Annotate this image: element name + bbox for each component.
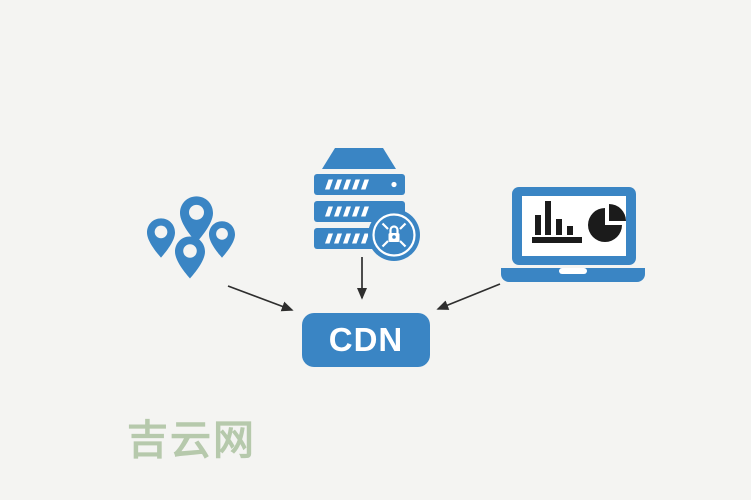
- server-top: [322, 148, 396, 169]
- server-led-dot: [391, 181, 397, 188]
- arrow-laptop-to-cdn: [436, 283, 501, 310]
- map-pin-icon: [180, 196, 213, 243]
- security-badge-icon: [368, 209, 420, 261]
- map-pin-icon: [175, 236, 205, 279]
- keyhole: [392, 235, 396, 239]
- bar-chart-glyph: [532, 201, 582, 243]
- watermark-text: 吉云网: [127, 416, 256, 464]
- cdn-label: CDN: [328, 321, 404, 358]
- laptop-notch: [559, 268, 587, 274]
- map-pin-icon: [209, 221, 235, 258]
- map-pin-icon: [147, 218, 175, 258]
- arrow-locations-to-cdn: [227, 285, 294, 312]
- server-security-icon: [312, 146, 424, 262]
- pie-chart-glyph: [588, 204, 626, 242]
- cdn-node: CDN: [302, 313, 430, 367]
- laptop-analytics-icon: [498, 185, 648, 283]
- laptop-base: [501, 268, 645, 282]
